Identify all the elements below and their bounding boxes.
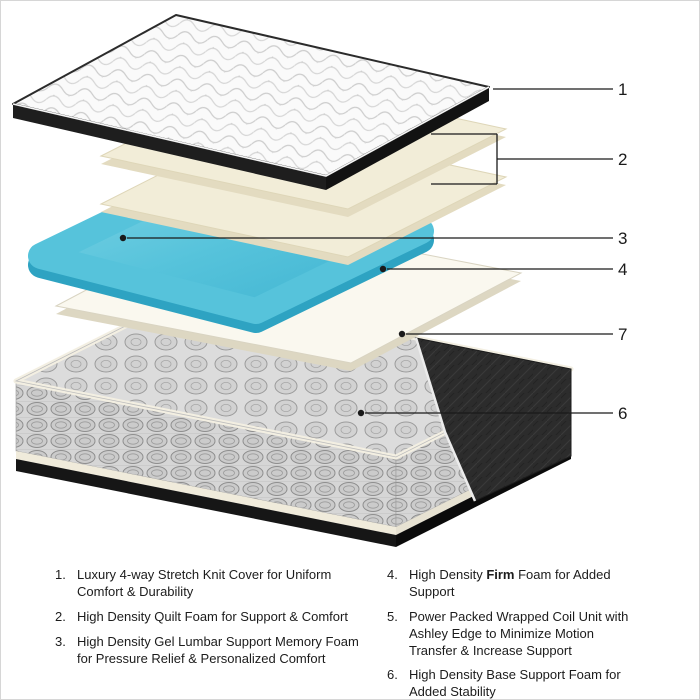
base-foam-edge-left bbox=[16, 451, 396, 535]
base-bottom-edge-left bbox=[16, 459, 396, 547]
callout-6: 6 bbox=[357, 404, 627, 423]
callout-number-4: 4 bbox=[618, 260, 627, 279]
callout-2: 2 bbox=[431, 133, 627, 185]
legend-item-2: 2. High Density Quilt Foam for Support &… bbox=[55, 609, 365, 626]
legend: 1. Luxury 4-way Stretch Knit Cover for U… bbox=[1, 559, 699, 700]
legend-item-6-number: 6. bbox=[387, 667, 398, 683]
legend-item-5: 5. Power Packed Wrapped Coil Unit with A… bbox=[387, 609, 637, 660]
coil-unit-layer bbox=[13, 290, 574, 547]
mattress-exploded-diagram: 1 2 3 4 7 bbox=[12, 14, 627, 547]
callout-7: 7 bbox=[398, 325, 627, 344]
callout-number-1: 1 bbox=[618, 80, 627, 99]
legend-item-4-text-bold: Firm bbox=[486, 567, 515, 582]
callout-number-3: 3 bbox=[618, 229, 627, 248]
callout-4: 4 bbox=[379, 260, 627, 279]
callout-dot-4 bbox=[379, 265, 387, 273]
legend-item-6: 6. High Density Base Support Foam for Ad… bbox=[387, 667, 637, 700]
callout-number-7: 7 bbox=[618, 325, 627, 344]
legend-left-column: 1. Luxury 4-way Stretch Knit Cover for U… bbox=[55, 567, 365, 699]
callout-3: 3 bbox=[119, 229, 627, 248]
legend-item-4-text-pre: High Density bbox=[409, 567, 487, 582]
legend-item-4-number: 4. bbox=[387, 567, 398, 582]
legend-item-5-text: Power Packed Wrapped Coil Unit with Ashl… bbox=[409, 608, 629, 658]
knit-cover-layer bbox=[12, 14, 490, 190]
legend-item-3: 3. High Density Gel Lumbar Support Memor… bbox=[55, 634, 365, 668]
callout-dot-6 bbox=[357, 409, 365, 417]
callout-number-2: 2 bbox=[618, 150, 627, 169]
legend-item-1-text: Luxury 4-way Stretch Knit Cover for Unif… bbox=[77, 567, 332, 599]
legend-item-2-text: High Density Quilt Foam for Support & Co… bbox=[77, 608, 348, 624]
ashley-edge-wrap-trim bbox=[414, 337, 477, 502]
callouts: 1 2 3 4 7 bbox=[119, 80, 627, 423]
legend-item-5-number: 5. bbox=[387, 608, 398, 624]
legend-item-4-text: High Density Firm Foam for Added Support bbox=[409, 567, 637, 601]
callout-bracket-2 bbox=[431, 133, 613, 185]
cover-edge-right bbox=[326, 87, 489, 190]
legend-item-1: 1. Luxury 4-way Stretch Knit Cover for U… bbox=[55, 567, 365, 601]
callout-number-6: 6 bbox=[618, 404, 627, 423]
legend-item-3-text: High Density Gel Lumbar Support Memory F… bbox=[77, 633, 359, 666]
legend-item-3-number: 3. bbox=[55, 633, 66, 649]
legend-item-1-number: 1. bbox=[55, 567, 66, 582]
legend-item-6-text: High Density Base Support Foam for Added… bbox=[409, 667, 621, 700]
legend-right-column: 4. High Density Firm Foam for Added Supp… bbox=[387, 567, 637, 700]
cover-edge-left bbox=[13, 104, 326, 190]
legend-item-2-number: 2. bbox=[55, 608, 66, 624]
callout-1: 1 bbox=[493, 80, 627, 99]
cover-piping bbox=[12, 86, 490, 177]
legend-item-4: 4. High Density Firm Foam for Added Supp… bbox=[387, 567, 637, 601]
callout-dot-3 bbox=[119, 234, 127, 242]
callout-dot-7 bbox=[398, 330, 406, 338]
legend-item-4-text-post: Foam for Added Support bbox=[409, 567, 611, 599]
